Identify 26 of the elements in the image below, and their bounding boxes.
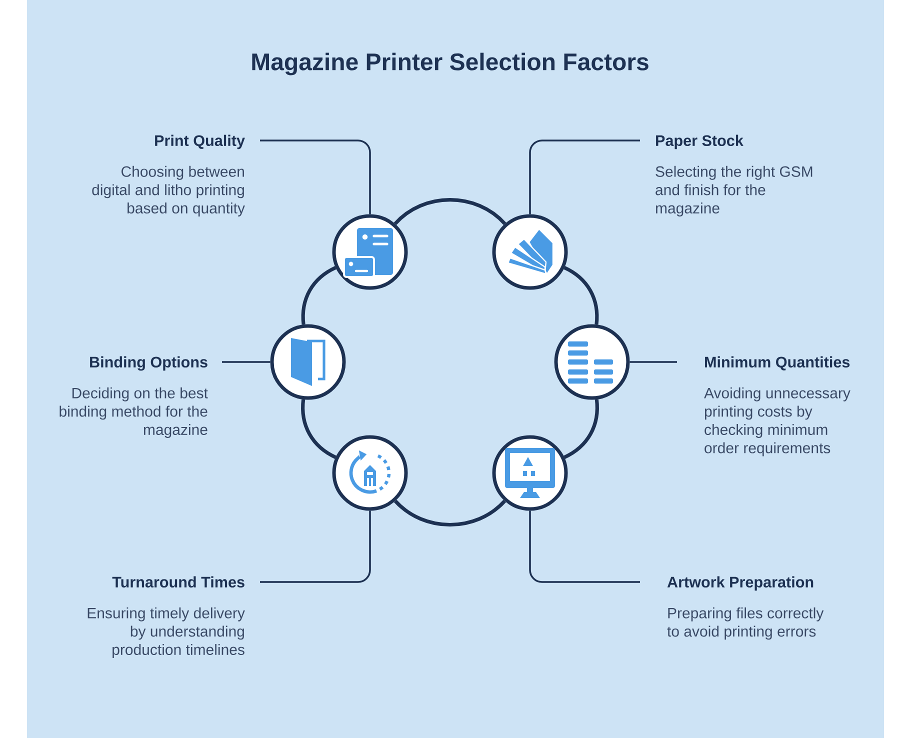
description: Avoiding unnecessary printing costs by checking minimum order requirements bbox=[704, 387, 850, 456]
leader-line bbox=[260, 140, 371, 214]
factor-heading: Paper Stock bbox=[656, 134, 744, 150]
description: Deciding on the best binding method for the magazine bbox=[60, 387, 208, 438]
title: Magazine Printer Selection Factors bbox=[252, 52, 648, 76]
ring-arc bbox=[564, 266, 599, 325]
factor-heading: Artwork Preparation bbox=[667, 576, 814, 591]
factor-heading: Turnaround Times bbox=[112, 576, 244, 588]
ring-arc bbox=[301, 399, 336, 459]
factor-heading: Binding Options bbox=[90, 356, 208, 371]
leader-line bbox=[222, 361, 270, 363]
ring-arc bbox=[394, 500, 506, 527]
factor-heading: Minimum Quantities bbox=[705, 356, 850, 370]
description: Selecting the right GSM and finish for the magazine bbox=[656, 166, 812, 216]
ring-arc bbox=[564, 399, 599, 459]
leader-line bbox=[529, 510, 640, 583]
description: Ensuring timely delivery by understanding production timelines bbox=[88, 607, 245, 658]
ring-arc bbox=[394, 198, 506, 226]
description: Preparing files correctly to avoid printing errors bbox=[667, 607, 824, 640]
description: Choosing between digital and litho printing based on quantity bbox=[92, 166, 245, 216]
factor-heading: Print Quality bbox=[155, 134, 245, 150]
leader-line bbox=[529, 140, 640, 214]
leader-line bbox=[260, 510, 371, 583]
icon-circle bbox=[332, 435, 408, 511]
ring-arc bbox=[301, 266, 336, 325]
leader-line bbox=[630, 361, 677, 363]
